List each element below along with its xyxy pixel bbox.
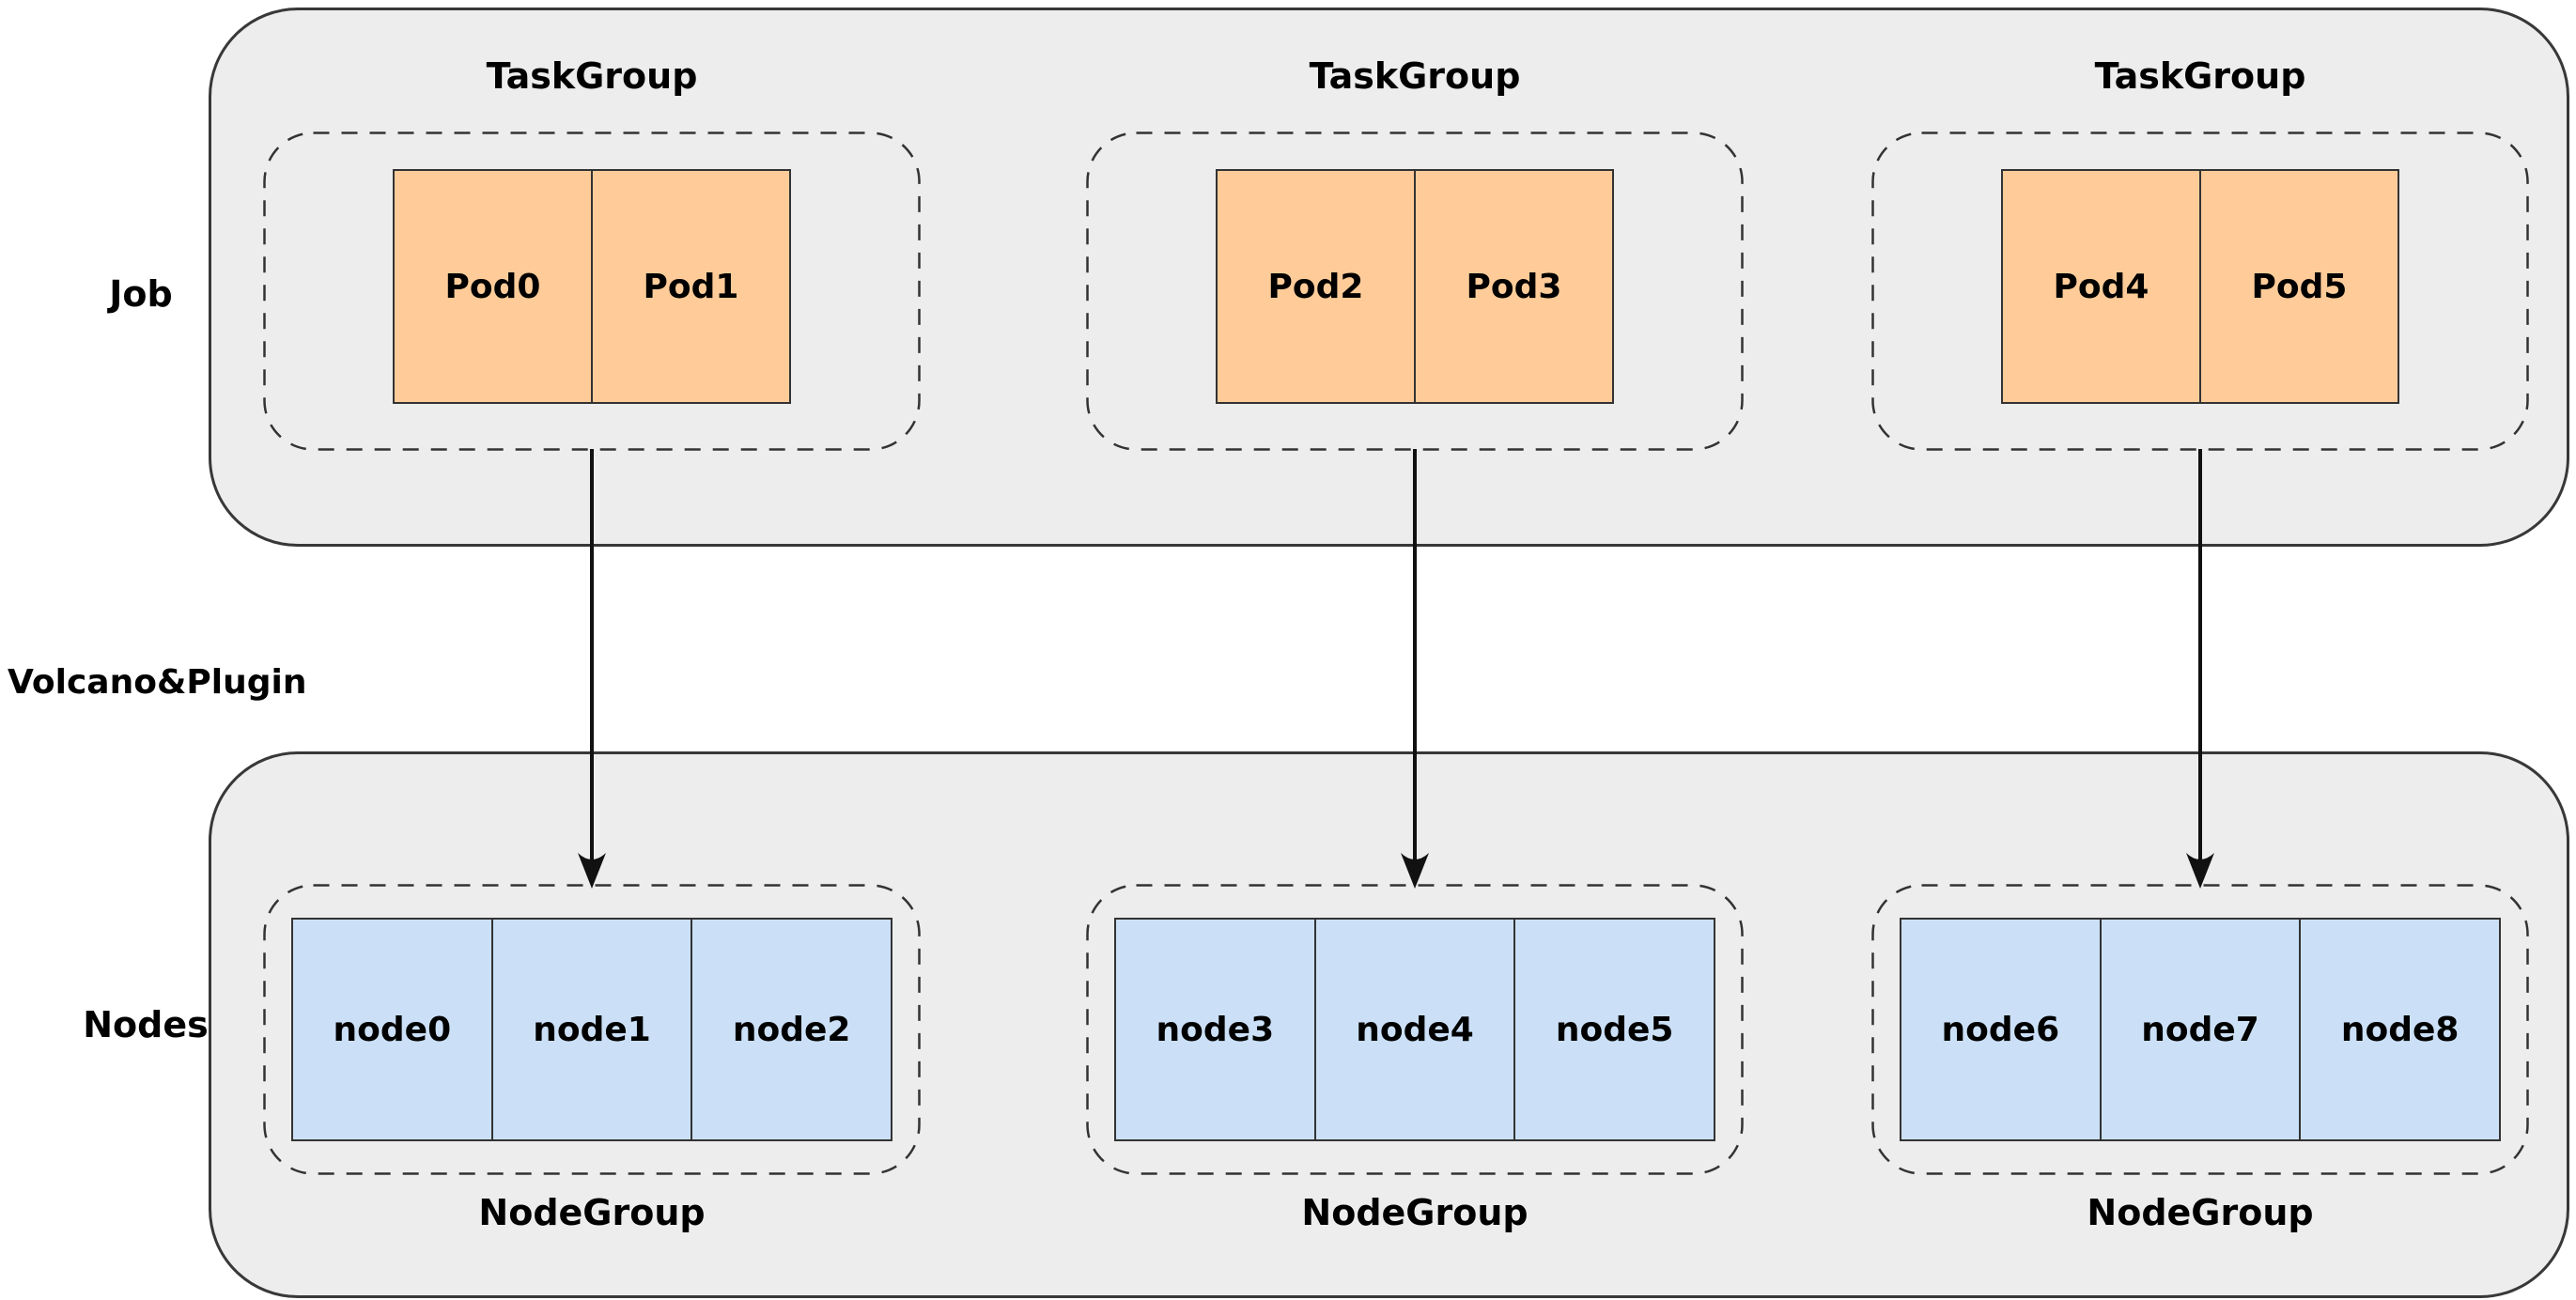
node-row: node0 node1 node2	[291, 918, 893, 1141]
pod-box: Pod2	[1216, 169, 1416, 404]
pod-box: Pod1	[593, 169, 791, 404]
pod-row: Pod0 Pod1	[393, 169, 791, 404]
nodegroup-caption: NodeGroup	[2087, 1192, 2314, 1233]
taskgroup-dashed-border	[1086, 132, 1744, 451]
taskgroup-to-nodegroup-arrow	[1401, 449, 1429, 889]
taskgroup-to-nodegroup-arrow	[578, 449, 606, 889]
volcano-plugin-label: Volcano&Plugin	[8, 663, 307, 702]
taskgroup-dashed-border	[263, 132, 921, 451]
taskgroup-title: TaskGroup	[486, 55, 698, 97]
pod-box: Pod0	[393, 169, 593, 404]
node-row: node3 node4 node5	[1114, 918, 1716, 1141]
node-box: node4	[1315, 918, 1516, 1141]
pod-box: Pod5	[2201, 169, 2399, 404]
taskgroup-title: TaskGroup	[1309, 55, 1521, 97]
nodes-label: Nodes	[83, 1004, 209, 1045]
taskgroup-to-nodegroup-arrow	[2186, 449, 2214, 889]
nodegroup-caption: NodeGroup	[1301, 1192, 1529, 1233]
taskgroup-dashed-border	[1871, 132, 2529, 451]
node-box: node1	[492, 918, 693, 1141]
job-label: Job	[109, 273, 173, 315]
node-box: node3	[1114, 918, 1316, 1141]
node-box: node0	[291, 918, 493, 1141]
node-box: node7	[2101, 918, 2302, 1141]
pod-box: Pod3	[1416, 169, 1614, 404]
node-box: node6	[1900, 918, 2102, 1141]
node-box: node2	[692, 918, 893, 1141]
pod-row: Pod2 Pod3	[1216, 169, 1614, 404]
nodegroup-caption: NodeGroup	[478, 1192, 706, 1233]
pod-row: Pod4 Pod5	[2001, 169, 2399, 404]
node-box: node5	[1515, 918, 1716, 1141]
node-box: node8	[2301, 918, 2502, 1141]
node-row: node6 node7 node8	[1900, 918, 2502, 1141]
taskgroup-title: TaskGroup	[2094, 55, 2306, 97]
pod-box: Pod4	[2001, 169, 2201, 404]
